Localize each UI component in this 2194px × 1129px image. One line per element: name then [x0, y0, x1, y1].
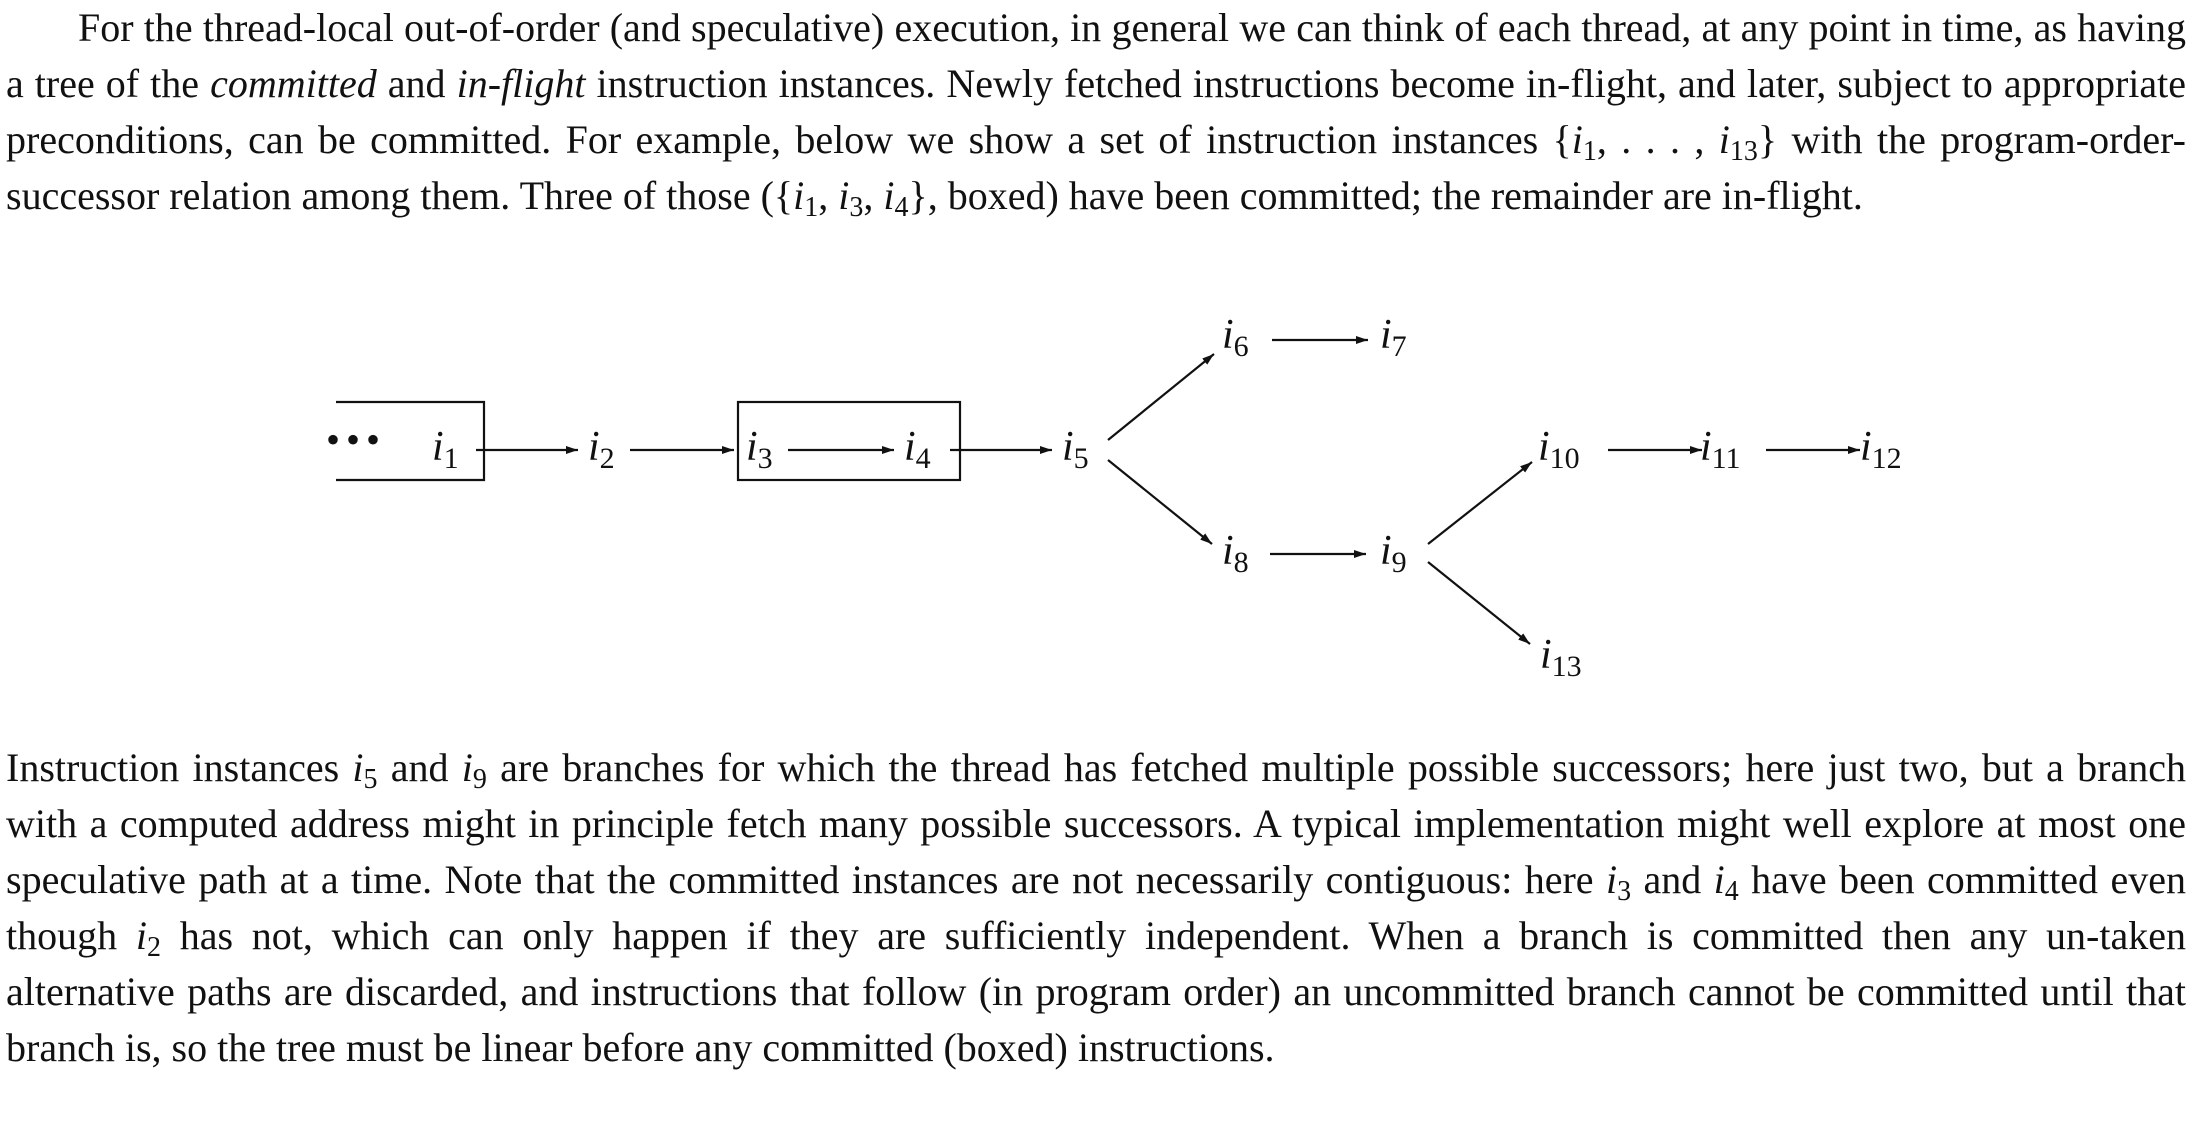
brace-open: {	[773, 173, 794, 218]
explanation-text-4: and	[1631, 857, 1714, 902]
node-i7: i7	[1380, 312, 1407, 363]
node-i8: i8	[1222, 528, 1249, 579]
brace-close: }	[908, 173, 928, 218]
node-i10: i10	[1538, 424, 1580, 475]
explanation-text-1: Instruction instances	[6, 745, 353, 790]
math-i2: i2	[135, 913, 161, 962]
node-i13: i13	[1540, 632, 1582, 683]
edge-i5-i6	[1107, 353, 1215, 441]
edge-i5-i8	[1107, 459, 1213, 545]
set-ellipsis: , . . . ,	[1596, 117, 1719, 162]
node-i9: i9	[1380, 528, 1407, 579]
math-sub: 2	[146, 932, 161, 963]
math-i9: i9	[461, 745, 487, 794]
node-i11: i11	[1700, 424, 1741, 475]
committed-i1-base: i	[793, 173, 805, 218]
math-sub: 5	[363, 764, 378, 795]
set-last-base: i	[1718, 117, 1730, 162]
committed-i3-sub: 3	[849, 192, 864, 223]
intro-text-3: instruction instances. Newly fetched ins…	[6, 61, 2186, 162]
math-base: i	[135, 913, 147, 958]
math-sub: 4	[1724, 876, 1739, 907]
explanation-text-2: and	[377, 745, 462, 790]
edge-i9-i13	[1427, 561, 1531, 645]
math-sub: 3	[1617, 876, 1632, 907]
intro-paragraph: For the thread-local out-of-order (and s…	[6, 0, 2186, 224]
intro-text-2: and	[376, 61, 457, 106]
brace-open: {	[1552, 117, 1572, 162]
node-i5: i5	[1062, 424, 1089, 475]
ellipsis-dots: •••	[326, 417, 386, 462]
commit-box	[736, 400, 962, 482]
node-i6: i6	[1222, 312, 1249, 363]
intro-text-5: , boxed) have been committed; the remain…	[927, 173, 1863, 218]
term-in-flight: in-flight	[456, 61, 586, 106]
explanation-text-3: are branches for which the thread has fe…	[6, 745, 2187, 902]
set-separator: ,	[818, 173, 839, 218]
math-base: i	[461, 745, 473, 790]
committed-i4-base: i	[883, 173, 895, 218]
explanation-text-6: has not, which can only happen if they a…	[6, 913, 2186, 1070]
brace-close: }	[1757, 117, 1778, 162]
edges	[476, 336, 1860, 645]
set-first-sub: 1	[1582, 136, 1597, 167]
committed-set: {i1, i3, i4}	[773, 173, 928, 222]
explanation-text-5: have been committed even though	[6, 857, 2186, 958]
node-i3: i3	[746, 424, 773, 475]
committed-i3-base: i	[838, 173, 850, 218]
math-i3: i3	[1605, 857, 1631, 906]
math-base: i	[352, 745, 364, 790]
node-i4: i4	[904, 424, 931, 475]
set-first-base: i	[1571, 117, 1583, 162]
node-i12: i12	[1860, 424, 1902, 475]
set-last-sub: 13	[1729, 136, 1758, 167]
math-i4: i4	[1713, 857, 1739, 906]
node-i2: i2	[588, 424, 615, 475]
instruction-tree-diagram: ••• i1 i2 i3 i4 i5 i6 i7 i8 i9 i10 i11 i…	[326, 312, 1902, 683]
edge-i9-i10	[1427, 461, 1533, 545]
set-separator: ,	[863, 173, 884, 218]
math-base: i	[1605, 857, 1618, 902]
commit-box-open	[336, 400, 486, 482]
committed-i1-sub: 1	[804, 192, 819, 223]
explanation-paragraph: Instruction instances i5 and i9 are bran…	[6, 740, 2186, 1076]
math-i5: i5	[352, 745, 377, 794]
intro-text-1: For the thread-local out-of-order (and s…	[6, 5, 2186, 106]
math-base: i	[1713, 857, 1725, 902]
node-i1: i1	[432, 424, 459, 475]
intro-text-4: with the program-order-successor relatio…	[6, 117, 2186, 218]
term-committed: committed	[210, 61, 377, 106]
math-sub: 9	[472, 764, 487, 795]
instance-set: {i1, . . . , i13}	[1552, 117, 1778, 166]
committed-i4-sub: 4	[894, 192, 909, 223]
